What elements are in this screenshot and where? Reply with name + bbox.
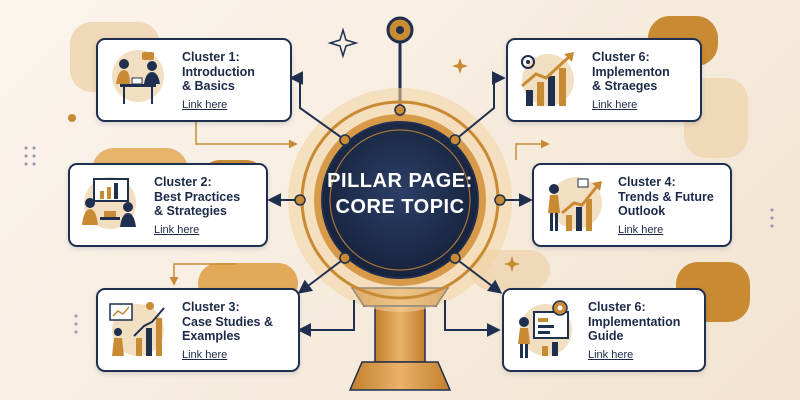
cluster-title: Cluster 6: Implementation Guide [588, 300, 681, 343]
pedestal-column [374, 305, 426, 363]
cluster-link[interactable]: Link here [588, 348, 634, 361]
cluster-link[interactable]: Link here [182, 348, 228, 361]
hub-circle [321, 121, 479, 279]
top-knob-center [396, 26, 404, 34]
sparkle-icon [452, 58, 468, 74]
meeting-icon [112, 50, 164, 104]
cluster-card-1: Cluster 1: Introduction & Basics Link he… [96, 38, 292, 122]
connector-cluster-6a [454, 71, 506, 141]
connector-cluster-6b [454, 257, 503, 294]
deco-dot [68, 114, 76, 122]
pillar-page-title: PILLAR PAGE: CORE TOPIC [327, 170, 473, 218]
cluster-link[interactable]: Link here [592, 98, 638, 111]
cluster-card-3: Cluster 3: Case Studies & Examples Link … [96, 288, 300, 372]
dot-pattern [24, 146, 774, 334]
connector-cluster-3 [297, 257, 346, 294]
cluster-title: Cluster 2: Best Practices & Strategies [154, 175, 241, 218]
cluster-card-4: Cluster 4: Trends & Future Outlook Link … [532, 163, 732, 247]
gear-screen-icon [518, 300, 572, 358]
cluster-title: Cluster 4: Trends & Future Outlook [618, 175, 714, 218]
cluster-title: Cluster 3: Case Studies & Examples [182, 300, 274, 343]
hub-ring-inner [329, 129, 471, 271]
sparkle-icon [327, 27, 359, 59]
pedestal-base [348, 361, 452, 391]
connector-cluster-6b-lower [444, 300, 501, 337]
flow-arrow [169, 263, 236, 286]
cluster-link[interactable]: Link here [154, 223, 200, 236]
cluster-link[interactable]: Link here [182, 98, 228, 111]
cluster-card-2: Cluster 2: Best Practices & Strategies L… [68, 163, 268, 247]
sparkle-icon [504, 256, 520, 272]
connector-cluster-3-lower [297, 300, 355, 337]
flow-arrow [515, 139, 550, 160]
connector-cluster-1 [289, 71, 346, 141]
cluster-link[interactable]: Link here [618, 223, 664, 236]
hub-dots [294, 104, 506, 264]
presentation-icon [82, 177, 136, 229]
cluster-card-6-top: Cluster 6: Implementon & Straeges Link h… [506, 38, 702, 122]
flow-arrow [195, 122, 298, 149]
cluster-title: Cluster 6: Implementon & Straeges [592, 50, 670, 93]
growth-chart-icon [521, 52, 574, 106]
cluster-title: Cluster 1: Introduction & Basics [182, 50, 255, 93]
chart-icon [109, 302, 165, 356]
trend-arrow-icon [548, 177, 602, 231]
cluster-card-6-bottom: Cluster 6: Implementation Guide Link her… [502, 288, 706, 372]
